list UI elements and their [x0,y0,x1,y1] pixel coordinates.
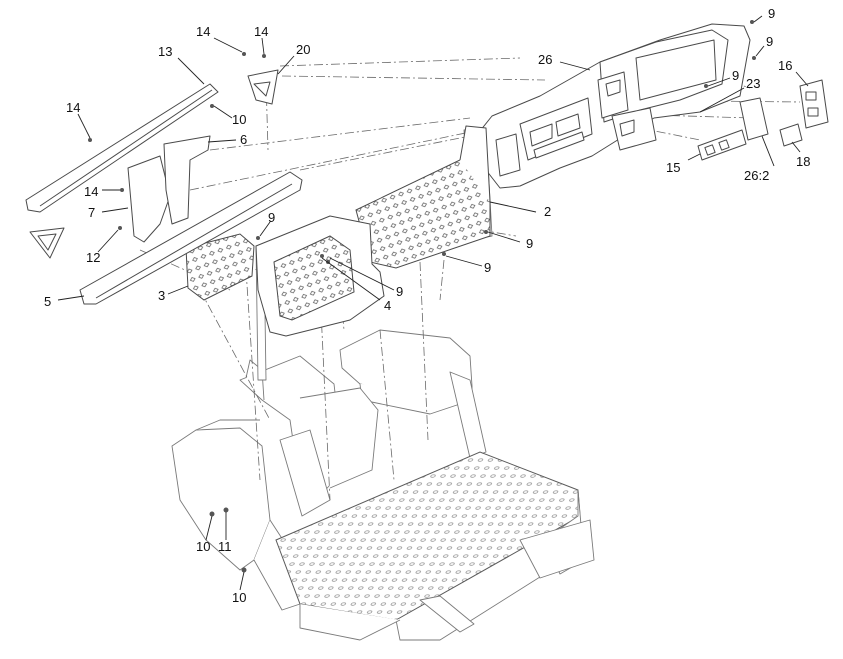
callout-14: 14 [196,24,210,39]
callout-9: 9 [396,284,403,299]
callout-9: 9 [268,210,275,225]
callout-26: 26 [538,52,552,67]
callout-7: 7 [88,205,95,220]
callout-9: 9 [768,6,775,21]
callout-10: 10 [196,539,210,554]
support-6 [163,135,211,225]
callout-14: 14 [66,100,80,115]
callout-20: 20 [296,42,310,57]
callout-10: 10 [232,590,246,605]
plate-slot [807,107,819,117]
bracket-23 [739,97,769,141]
callout-2: 2 [544,204,551,219]
callout-3: 3 [158,288,165,303]
callout-5: 5 [44,294,51,309]
callout-10: 10 [232,112,246,127]
leader-lines [57,15,809,591]
support-7 [127,155,171,243]
switch-18 [779,123,803,147]
bar-13 [25,83,219,213]
dashboard-assembly [475,23,751,189]
callout-4: 4 [384,298,391,313]
callout-9: 9 [526,236,533,251]
plate-slot [805,91,817,101]
callout-12: 12 [86,250,100,265]
callout-23: 23 [746,76,760,91]
callout-9: 9 [732,68,739,83]
callout-14: 14 [84,184,98,199]
switch-key [704,144,716,156]
callout-9: 9 [766,34,773,49]
bracket-5 [79,171,303,305]
callout-9: 9 [484,260,491,275]
callout-15: 15 [666,160,680,175]
callout-13: 13 [158,44,172,59]
callout-14: 14 [254,24,268,39]
switch-key [718,139,730,151]
panel-3 [185,233,255,301]
callout-6: 6 [240,132,247,147]
callout-26-2: 26:2 [744,168,769,183]
cover-plate-16 [799,79,829,129]
callout-11: 11 [218,539,232,554]
callout-labels: 9 9 9 9 9 9 9 26 23 16 18 15 26:2 2 14 1… [44,6,810,605]
callout-18: 18 [796,154,810,169]
callout-16: 16 [778,58,792,73]
